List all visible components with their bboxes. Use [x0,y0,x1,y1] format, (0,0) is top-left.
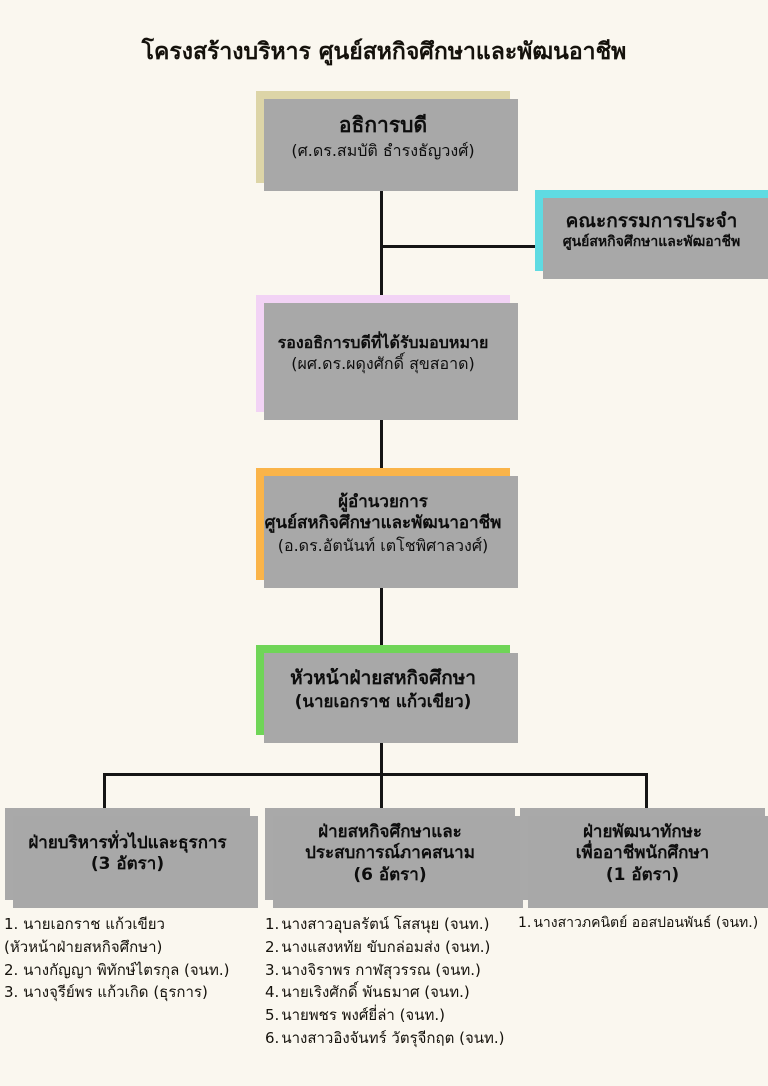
staff-list-item-name: นางแสงหทัย ขับกล่อมส่ง (จนท.) [281,937,491,956]
node-committee-title: คณะกรรมการประจำ [565,209,738,232]
node-dept-admin-title: ฝ่ายบริหารทั่วไปและธุรการ [28,832,227,853]
staff-list-item: 2.นางแสงหทัย ขับกล่อมส่ง (จนท.) [265,936,527,959]
node-dept-admin-headcount: (3 อัตรา) [90,854,165,875]
staff-list-item: 1.นางสาวภคนิตย์ ออสปอนพันธ์ (จนท.) [518,913,768,934]
staff-list-item-number: 2. [265,937,280,956]
node-dept-coop-headcount: (6 อัตรา) [353,864,427,885]
staff-list-item-number: 6. [265,1028,280,1047]
node-department-skill-development[interactable]: ฝ่ายพัฒนาทักษะ เพื่ออาชีพนักศึกษา (1 อัต… [520,808,768,908]
staff-list-item-name: นางสาวอุบลรัตน์ โสสนุย (จนท.) [281,915,490,933]
node-dept-skill-title-line1: ฝ่ายพัฒนาทักษะ [582,822,703,843]
staff-list-item: 2. นางกัญญา พิทักษ์ไตรกุล (จนท.) [4,960,230,979]
staff-list-item: 1. นายเอกราช แก้วเขียว [4,915,165,933]
staff-list-item: 4.นายเริงศักดิ์ พันธมาศ (จนท.) [265,981,527,1004]
page-title: โครงสร้างบริหาร ศูนย์สหกิจศึกษาและพัฒนอา… [141,39,627,65]
node-department-administration[interactable]: ฝ่ายบริหารทั่วไปและธุรการ (3 อัตรา) [5,808,258,908]
staff-list-skill-development: 1.นางสาวภคนิตย์ ออสปอนพันธ์ (จนท.) [518,913,768,934]
node-president-person: (ศ.ดร.สมบัติ ธำรงธัญวงศ์) [291,140,475,160]
node-head-title: หัวหน้าฝ่ายสหกิจศึกษา [290,666,476,689]
staff-list-administration: 1. นายเอกราช แก้วเขียว (หัวหน้าฝ่ายสหกิจศ… [4,913,260,1004]
staff-list-item-number: 4. [265,983,280,1002]
node-president[interactable]: อธิการบดี (ศ.ดร.สมบัติ ธำรงธัญวงศ์) [256,91,518,191]
staff-list-item: 3. นางจุรีย์พร แก้วเกิด (ธุรการ) [4,983,208,1002]
connector-bus-to-dept-skill [645,773,648,809]
node-president-title: อธิการบดี [338,113,428,138]
staff-list-item: 6.นางสาวอิงจันทร์ วัตรุจีกฤต (จนท.) [265,1027,527,1050]
node-dept-skill-title-line2: เพื่ออาชีพนักศึกษา [575,842,710,863]
staff-list-item-name: นางสาวอิงจันทร์ วัตรุจีกฤต (จนท.) [281,1028,505,1047]
staff-list-item-name: นางสาวภคนิตย์ ออสปอนพันธ์ (จนท.) [533,915,759,931]
connector-department-bus [103,773,648,776]
node-vice-president[interactable]: รองอธิการบดีที่ได้รับมอบหมาย (ผศ.ดร.ผดุง… [256,295,518,420]
node-head-of-coop[interactable]: หัวหน้าฝ่ายสหกิจศึกษา (นายเอกราช แก้วเขี… [256,645,518,743]
connector-head-down [380,735,383,775]
staff-list-item-number: 5. [265,1006,280,1025]
node-dept-coop-title-line2: ประสบการณ์ภาคสนาม [305,842,475,863]
node-committee[interactable]: คณะกรรมการประจำ ศูนย์สหกิจศึกษาและพัฒอาช… [535,190,768,279]
staff-list-item-name: นางจิราพร กาฬสุวรรณ (จนท.) [281,960,481,979]
staff-list-item: (หัวหน้าฝ่ายสหกิจศึกษา) [4,937,163,956]
staff-list-item: 5.นายพชร พงศ์ยี่ล่า (จนท.) [265,1004,527,1027]
node-head-person: (นายเอกราช แก้วเขียว) [294,691,472,712]
connector-bus-to-dept-coop [380,773,383,809]
staff-list-coop-education: 1.นางสาวอุบลรัตน์ โสสนุย (จนท.)2.นางแสงห… [265,913,527,1050]
staff-list-item: 1.นางสาวอุบลรัตน์ โสสนุย (จนท.) [265,913,527,936]
staff-list-item-number: 3. [265,960,280,979]
staff-list-item-name: นายพชร พงศ์ยี่ล่า (จนท.) [281,1006,445,1025]
node-vice-president-person: (ผศ.ดร.ผดุงศักดิ์ สุขสอาด) [291,354,475,374]
node-director-person: (อ.ดร.อัตนันท์ เตโชพิศาลวงศ์) [277,535,489,555]
connector-director-to-head [380,579,383,646]
node-director-title: ผู้อำนวยการ [338,492,428,512]
connector-bus-to-dept-admin [103,773,106,809]
node-dept-skill-headcount: (1 อัตรา) [605,864,680,885]
connector-vice-to-director [380,411,383,469]
staff-list-item-number: 1. [518,915,532,931]
staff-list-item-number: 1. [265,915,280,933]
node-director[interactable]: ผู้อำนวยการ ศูนย์สหกิจศึกษาและพัฒนาอาชีพ… [256,468,518,588]
node-director-subtitle: ศูนย์สหกิจศึกษาและพัฒนาอาชีพ [264,512,502,533]
connector-president-down [380,183,383,296]
node-department-coop-education[interactable]: ฝ่ายสหกิจศึกษาและ ประสบการณ์ภาคสนาม (6 อ… [265,808,523,908]
staff-list-item: 3.นางจิราพร กาฬสุวรรณ (จนท.) [265,959,527,982]
node-dept-coop-title-line1: ฝ่ายสหกิจศึกษาและ [318,822,462,843]
node-vice-president-title: รองอธิการบดีที่ได้รับมอบหมาย [277,332,489,352]
connector-committee-branch [380,245,537,248]
node-committee-subtitle: ศูนย์สหกิจศึกษาและพัฒอาชีพ [562,233,741,250]
staff-list-item-name: นายเริงศักดิ์ พันธมาศ (จนท.) [281,983,470,1002]
